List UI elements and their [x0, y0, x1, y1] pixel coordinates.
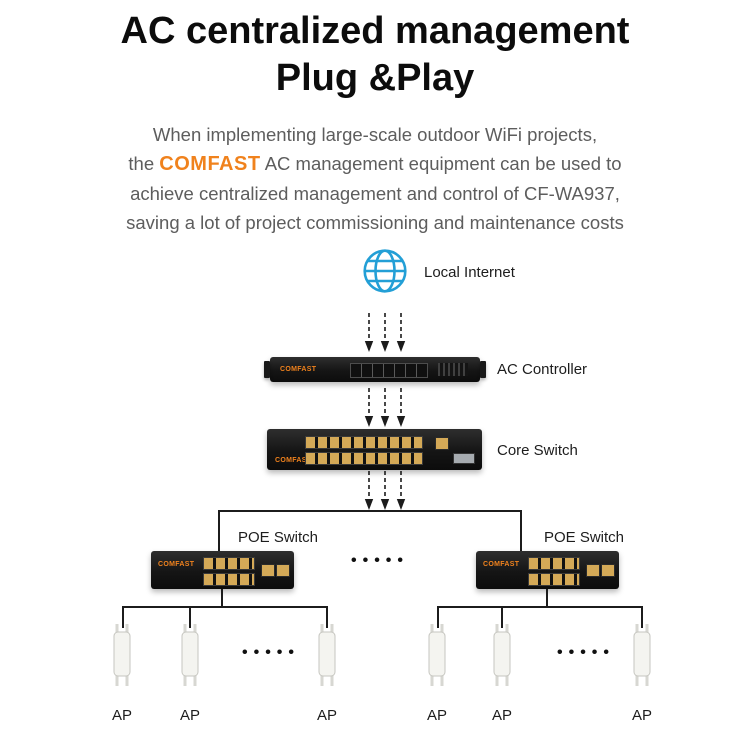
connector-line: [218, 510, 522, 512]
down-arrows-icon-2: [364, 388, 406, 427]
connector-line: [218, 510, 220, 552]
uplink-port: [601, 564, 615, 577]
ellipsis-dots-right: •••••: [556, 644, 615, 661]
port-row: [528, 573, 580, 586]
connector-line: [189, 606, 191, 628]
ac-controller-label: AC Controller: [497, 361, 588, 378]
core-switch-device: COMFAST: [267, 429, 482, 470]
ap-device: [179, 624, 201, 686]
ap-label: AP: [179, 707, 200, 724]
uplink-port: [586, 564, 600, 577]
port-row: [528, 557, 580, 570]
title-line-2: Plug &Play: [275, 57, 475, 99]
ethernet-ports: [528, 557, 580, 589]
down-arrows-icon-3: [364, 471, 406, 510]
connector-line: [122, 606, 124, 628]
port-row: [203, 573, 255, 586]
connector-line: [221, 589, 223, 608]
ap-icon: [318, 624, 336, 686]
down-arrows-icon-1: [364, 313, 406, 352]
poe-switch-right-device: COMFAST: [476, 551, 619, 589]
connector-line: [641, 606, 643, 628]
port-row: [203, 557, 255, 570]
ap-icon: [181, 624, 199, 686]
poe-switch-left-device: COMFAST: [151, 551, 294, 589]
ap-label: AP: [631, 707, 652, 724]
ap-icon: [113, 624, 131, 686]
uplink-port: [435, 437, 449, 450]
comfast-logo: COMFAST: [159, 153, 261, 175]
core-switch-label: Core Switch: [497, 442, 578, 459]
intro-line-2-post: AC management equipment can be used to: [264, 153, 622, 174]
connector-line: [520, 510, 522, 552]
connector-line: [122, 606, 328, 608]
globe-icon: [363, 249, 407, 293]
intro-line-1: When implementing large-scale outdoor Wi…: [152, 124, 598, 145]
ap-label: AP: [426, 707, 447, 724]
ap-icon: [428, 624, 446, 686]
uplink-port: [276, 564, 290, 577]
device-brand-label: COMFAST: [280, 366, 317, 373]
ap-device: [316, 624, 338, 686]
ethernet-ports: [305, 436, 423, 468]
ap-device: [426, 624, 448, 686]
page-title: AC centralized management Plug &Play: [0, 0, 750, 102]
ap-label: AP: [491, 707, 512, 724]
port-row: [305, 452, 423, 465]
ap-icon: [493, 624, 511, 686]
uplink-port: [261, 564, 275, 577]
ap-label: AP: [316, 707, 337, 724]
rack-ear-right: [480, 361, 486, 378]
rack-ear-left: [264, 361, 270, 378]
connector-line: [326, 606, 328, 628]
internet-label: Local Internet: [424, 264, 515, 281]
ap-label: AP: [111, 707, 132, 724]
connector-line: [546, 589, 548, 608]
ap-device: [491, 624, 513, 686]
ellipsis-dots-left: •••••: [241, 644, 300, 661]
vent-grill: [438, 363, 468, 376]
connector-line: [501, 606, 503, 628]
intro-line-3: achieve centralized management and contr…: [130, 183, 620, 204]
ellipsis-dots-mid: •••••: [350, 552, 409, 569]
intro-line-4: saving a lot of project commissioning an…: [126, 212, 624, 233]
ap-icon: [633, 624, 651, 686]
ap-device: [111, 624, 133, 686]
poe-switch-right-label: POE Switch: [544, 529, 625, 546]
connector-line: [437, 606, 643, 608]
intro-text: When implementing large-scale outdoor Wi…: [30, 120, 720, 237]
ethernet-ports: [350, 363, 428, 378]
ethernet-ports: [203, 557, 255, 589]
connector-line: [437, 606, 439, 628]
intro-line-2-pre: the: [128, 153, 155, 174]
sfp-port: [453, 453, 475, 464]
device-brand-label: COMFAST: [483, 561, 520, 568]
ac-controller-device: COMFAST: [264, 357, 486, 382]
device-brand-label: COMFAST: [158, 561, 195, 568]
device-brand-label: COMFAST: [275, 457, 312, 464]
poe-switch-left-label: POE Switch: [238, 529, 319, 546]
title-line-1: AC centralized management: [120, 10, 630, 52]
port-row: [305, 436, 423, 449]
ap-device: [631, 624, 653, 686]
